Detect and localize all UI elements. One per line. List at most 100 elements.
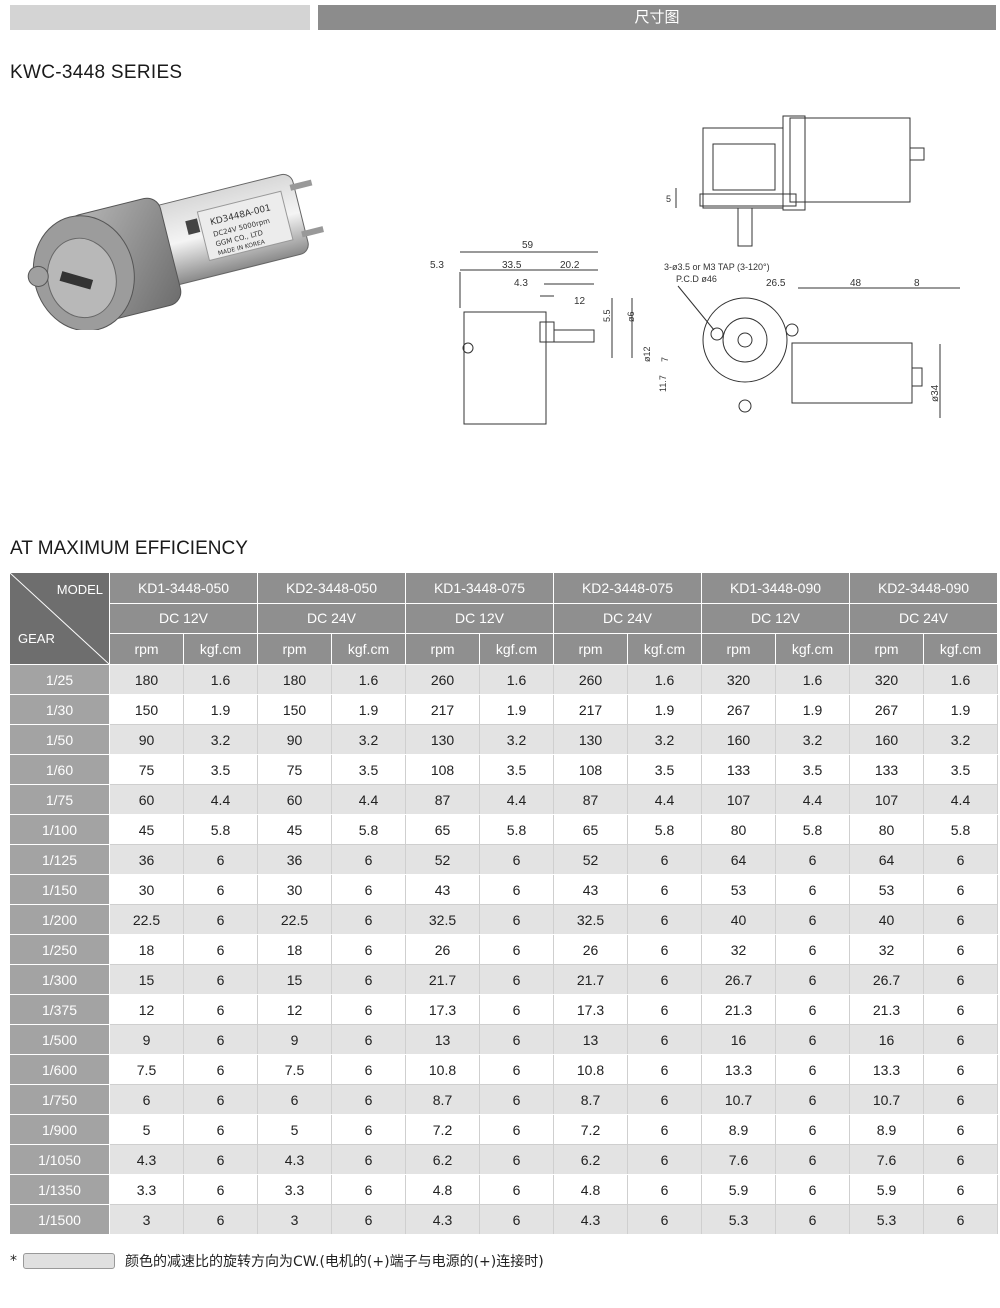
gear-ratio-cell: 1/60	[9, 754, 110, 785]
torque-cell: 1.9	[627, 694, 702, 725]
rpm-cell: 36	[109, 844, 184, 875]
torque-cell: 6	[479, 1024, 554, 1055]
torque-cell: 6	[627, 1084, 702, 1115]
torque-cell: 6	[923, 934, 998, 965]
unit-rpm: rpm	[257, 633, 332, 665]
torque-cell: 6	[923, 844, 998, 875]
torque-cell: 6	[775, 904, 850, 935]
torque-cell: 3.5	[923, 754, 998, 785]
rpm-cell: 40	[849, 904, 924, 935]
rpm-cell: 26.7	[849, 964, 924, 995]
rpm-cell: 108	[553, 754, 628, 785]
torque-cell: 6	[479, 1054, 554, 1085]
gear-ratio-cell: 1/125	[9, 844, 110, 875]
rpm-cell: 21.3	[701, 994, 776, 1025]
rpm-cell: 18	[109, 934, 184, 965]
footnote: * 颜色的减速比的旋转方向为CW.(电机的(+)端子与电源的(+)连接时)	[10, 1250, 544, 1272]
header-bar-left	[10, 5, 310, 30]
rpm-cell: 30	[109, 874, 184, 905]
dim-label: 12	[574, 296, 586, 307]
rpm-cell: 13.3	[849, 1054, 924, 1085]
rpm-cell: 3	[109, 1204, 184, 1235]
rpm-cell: 64	[849, 844, 924, 875]
rpm-cell: 5.9	[701, 1174, 776, 1205]
section-title: AT MAXIMUM EFFICIENCY	[10, 538, 248, 559]
rpm-cell: 4.3	[405, 1204, 480, 1235]
dimension-drawing: 5 59 5.3 33.5 20.2 4.3 12 5.5 ø6 ø12 7 1…	[430, 115, 960, 425]
torque-cell: 6	[183, 1084, 258, 1115]
voltage-header: DC 12V	[701, 602, 850, 635]
torque-cell: 6	[923, 1054, 998, 1085]
unit-torque: kgf.cm	[479, 633, 554, 665]
rpm-cell: 10.7	[701, 1084, 776, 1115]
voltage-header: DC 24V	[553, 602, 702, 635]
gear-ratio-cell: 1/900	[9, 1114, 110, 1145]
rpm-cell: 90	[257, 724, 332, 755]
rpm-cell: 10.8	[553, 1054, 628, 1085]
rpm-cell: 150	[109, 694, 184, 725]
torque-cell: 3.2	[923, 724, 998, 755]
rpm-cell: 6	[109, 1084, 184, 1115]
rpm-cell: 53	[849, 874, 924, 905]
model-header: KD1-3448-090	[701, 572, 850, 604]
unit-rpm: rpm	[109, 633, 184, 665]
rpm-cell: 3	[257, 1204, 332, 1235]
unit-rpm: rpm	[405, 633, 480, 665]
rpm-cell: 36	[257, 844, 332, 875]
torque-cell: 5.8	[627, 814, 702, 845]
torque-cell: 3.2	[331, 724, 406, 755]
rpm-cell: 4.8	[405, 1174, 480, 1205]
torque-cell: 1.6	[923, 664, 998, 695]
model-header: KD2-3448-090	[849, 572, 998, 604]
torque-cell: 6	[775, 844, 850, 875]
header-corner: MODEL GEAR	[9, 572, 110, 665]
rpm-cell: 30	[257, 874, 332, 905]
color-swatch	[23, 1253, 115, 1269]
rpm-cell: 17.3	[553, 994, 628, 1025]
torque-cell: 6	[627, 994, 702, 1025]
torque-cell: 3.5	[627, 754, 702, 785]
torque-cell: 6	[331, 1054, 406, 1085]
rpm-cell: 267	[849, 694, 924, 725]
torque-cell: 6	[627, 874, 702, 905]
rpm-cell: 75	[109, 754, 184, 785]
rpm-cell: 5.3	[849, 1204, 924, 1235]
rpm-cell: 22.5	[257, 904, 332, 935]
dim-label: ø6	[626, 311, 636, 322]
torque-cell: 6	[331, 874, 406, 905]
torque-cell: 6	[479, 904, 554, 935]
torque-cell: 6	[923, 1144, 998, 1175]
model-header: KD1-3448-075	[405, 572, 554, 604]
torque-cell: 6	[183, 1114, 258, 1145]
rpm-cell: 260	[553, 664, 628, 695]
rpm-cell: 32.5	[553, 904, 628, 935]
rpm-cell: 10.7	[849, 1084, 924, 1115]
torque-cell: 6	[479, 934, 554, 965]
rpm-cell: 150	[257, 694, 332, 725]
torque-cell: 6	[923, 874, 998, 905]
rpm-cell: 75	[257, 754, 332, 785]
torque-cell: 1.9	[183, 694, 258, 725]
rpm-cell: 8.7	[553, 1084, 628, 1115]
torque-cell: 6	[331, 964, 406, 995]
torque-cell: 5.8	[923, 814, 998, 845]
voltage-header: DC 12V	[405, 602, 554, 635]
rpm-cell: 45	[257, 814, 332, 845]
rpm-cell: 52	[405, 844, 480, 875]
pcd-note: P.C.D ø46	[676, 274, 717, 284]
dim-label: 33.5	[502, 260, 522, 271]
gear-ratio-cell: 1/500	[9, 1024, 110, 1055]
tap-note: 3-ø3.5 or M3 TAP (3-120°)	[664, 262, 770, 272]
rpm-cell: 13	[405, 1024, 480, 1055]
rpm-cell: 6	[257, 1084, 332, 1115]
torque-cell: 6	[183, 1144, 258, 1175]
unit-rpm: rpm	[701, 633, 776, 665]
rpm-cell: 160	[701, 724, 776, 755]
